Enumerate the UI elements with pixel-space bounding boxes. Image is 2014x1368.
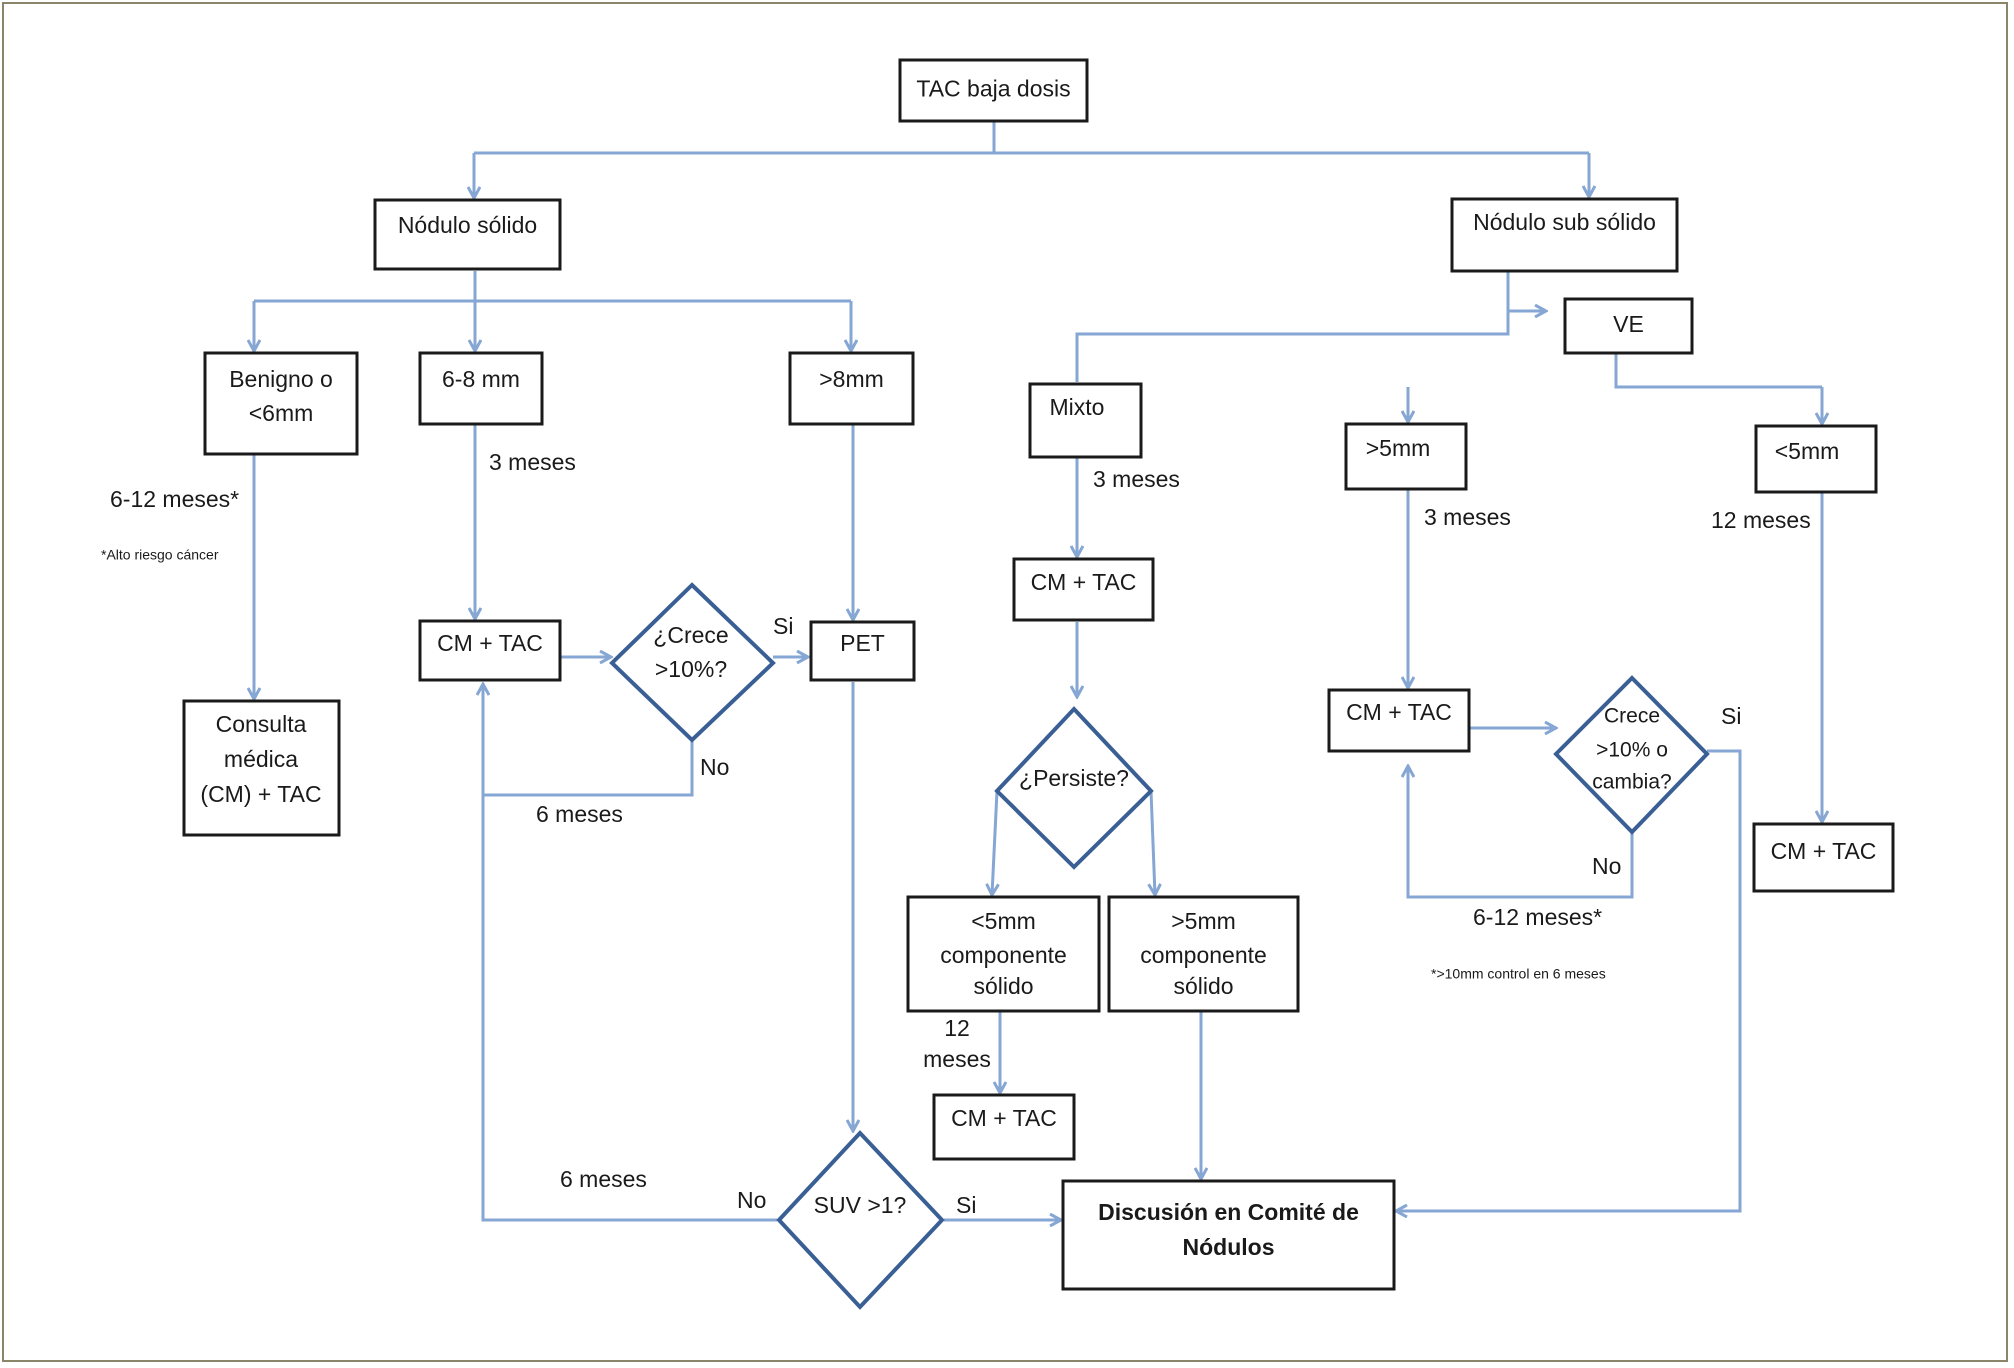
node-label-line-3: sólido <box>973 973 1033 999</box>
node-label-line-2: médica <box>224 746 298 772</box>
node-gt8mm: >8mm <box>788 351 915 426</box>
node-label: Mixto <box>1050 394 1105 420</box>
label-crece-cambia-no: No <box>1592 853 1621 879</box>
node-cm-tac-mixto: CM + TAC <box>1012 557 1155 622</box>
label-benigno-note: *Alto riesgo cáncer <box>101 547 219 563</box>
loop-suv-no <box>481 684 777 1222</box>
edge-labels: 6-12 meses* *Alto riesgo cáncer 3 meses … <box>101 449 1811 1218</box>
node-label-line-2: componente <box>940 942 1067 968</box>
node-6-8mm: 6-8 mm <box>418 351 544 426</box>
node-cm-tac-lt5comp: CM + TAC <box>932 1093 1076 1161</box>
node-label-line-1: Discusión en Comité de <box>1098 1199 1359 1225</box>
node-ve-gt5mm: >5mm <box>1344 422 1468 491</box>
node-label-line-2: Nódulos <box>1183 1234 1275 1260</box>
node-consulta-medica: Consulta médica (CM) + TAC <box>182 699 341 837</box>
arrow-persiste-to-gt5comp <box>1151 790 1155 895</box>
connectors <box>254 121 1822 1220</box>
node-cm-tac-6-8mm: CM + TAC <box>418 619 562 682</box>
decision-suv: SUV >1? <box>776 1130 945 1310</box>
decision-label-line-2: >10% o <box>1596 739 1668 762</box>
node-cm-tac-ve-lt5mm: CM + TAC <box>1752 822 1895 893</box>
node-nodulo-sub-solido: Nódulo sub sólido <box>1450 197 1679 273</box>
label-crece-no: No <box>700 754 729 780</box>
node-label: CM + TAC <box>951 1105 1057 1131</box>
connector-ve-split <box>1614 353 1822 389</box>
node-label: CM + TAC <box>1346 699 1452 725</box>
label-ve-lt5-interval: 12 meses <box>1711 507 1811 533</box>
node-label-line-1: Consulta <box>216 711 307 737</box>
node-label: CM + TAC <box>1771 838 1877 864</box>
label-crece-loop-interval: 6 meses <box>536 801 623 827</box>
node-label: PET <box>840 630 885 656</box>
decision-crece-10: ¿Crece >10%? <box>609 582 776 743</box>
node-label-line-3: sólido <box>1173 973 1233 999</box>
arrow-persiste-to-lt5comp <box>992 790 997 895</box>
label-crece-cambia-loop-interval: 6-12 meses* <box>1473 904 1602 930</box>
node-label: Nódulo sólido <box>398 212 537 238</box>
connector-sub-solido <box>1075 272 1510 382</box>
decision-label-line-1: ¿Crece <box>653 622 728 648</box>
label-suv-no: No <box>737 1187 766 1213</box>
label-lt5comp-interval-line-1: 12 <box>944 1015 970 1041</box>
node-tac-baja-dosis: TAC baja dosis <box>898 58 1089 123</box>
node-mixto: Mixto <box>1028 382 1143 459</box>
node-label: Nódulo sub sólido <box>1473 209 1656 235</box>
label-benigno-interval: 6-12 meses* <box>110 486 239 512</box>
loop-crece2-no <box>1408 766 1634 899</box>
node-label-line-1: Benigno o <box>229 366 333 392</box>
node-label: CM + TAC <box>1031 569 1137 595</box>
node-nodulo-solido: Nódulo sólido <box>373 198 562 271</box>
node-label: TAC baja dosis <box>916 76 1070 102</box>
decision-crece-cambia: Crece >10% o cambia? <box>1553 675 1710 835</box>
node-ve: VE <box>1563 297 1694 355</box>
node-label: 6-8 mm <box>442 366 520 392</box>
node-label-line-1: >5mm <box>1171 908 1236 934</box>
node-ve-lt5mm: <5mm <box>1754 424 1878 494</box>
node-discusion-comite: Discusión en Comité de Nódulos <box>1061 1179 1396 1291</box>
label-crece-cambia-note: *>10mm control en 6 meses <box>1431 966 1606 982</box>
label-lt5comp-interval-line-2: meses <box>923 1046 991 1072</box>
node-label: VE <box>1613 311 1644 337</box>
label-suv-loop-interval: 6 meses <box>560 1166 647 1192</box>
label-mixto-interval: 3 meses <box>1093 466 1180 492</box>
label-crece-si: Si <box>773 613 793 639</box>
decision-label-line-2: >10%? <box>655 656 727 682</box>
node-gt5mm-componente-solido: >5mm componente sólido <box>1107 895 1300 1013</box>
label-ve-gt5-interval: 3 meses <box>1424 504 1511 530</box>
decision-label-line-1: Crece <box>1604 705 1660 728</box>
label-suv-si: Si <box>956 1192 976 1218</box>
node-label-line-3: (CM) + TAC <box>200 781 321 807</box>
node-benigno: Benigno o <6mm <box>203 351 359 456</box>
node-label: CM + TAC <box>437 630 543 656</box>
node-lt5mm-componente-solido: <5mm componente sólido <box>906 895 1101 1013</box>
node-label-line-1: <5mm <box>971 908 1036 934</box>
decision-label-line-3: cambia? <box>1592 771 1671 794</box>
decision-persiste: ¿Persiste? <box>994 706 1154 870</box>
node-label: <5mm <box>1775 438 1840 464</box>
node-cm-tac-ve-gt5mm: CM + TAC <box>1327 688 1471 753</box>
node-label: >5mm <box>1366 435 1431 461</box>
node-label-line-2: <6mm <box>249 400 314 426</box>
label-crece-cambia-si: Si <box>1721 703 1741 729</box>
decision-label: SUV >1? <box>814 1192 907 1218</box>
label-6-8mm-interval: 3 meses <box>489 449 576 475</box>
arrow-crece2-si <box>1396 749 1742 1211</box>
decision-label: ¿Persiste? <box>1019 765 1129 791</box>
node-pet: PET <box>809 620 916 682</box>
node-label: >8mm <box>819 366 884 392</box>
node-label-line-2: componente <box>1140 942 1267 968</box>
